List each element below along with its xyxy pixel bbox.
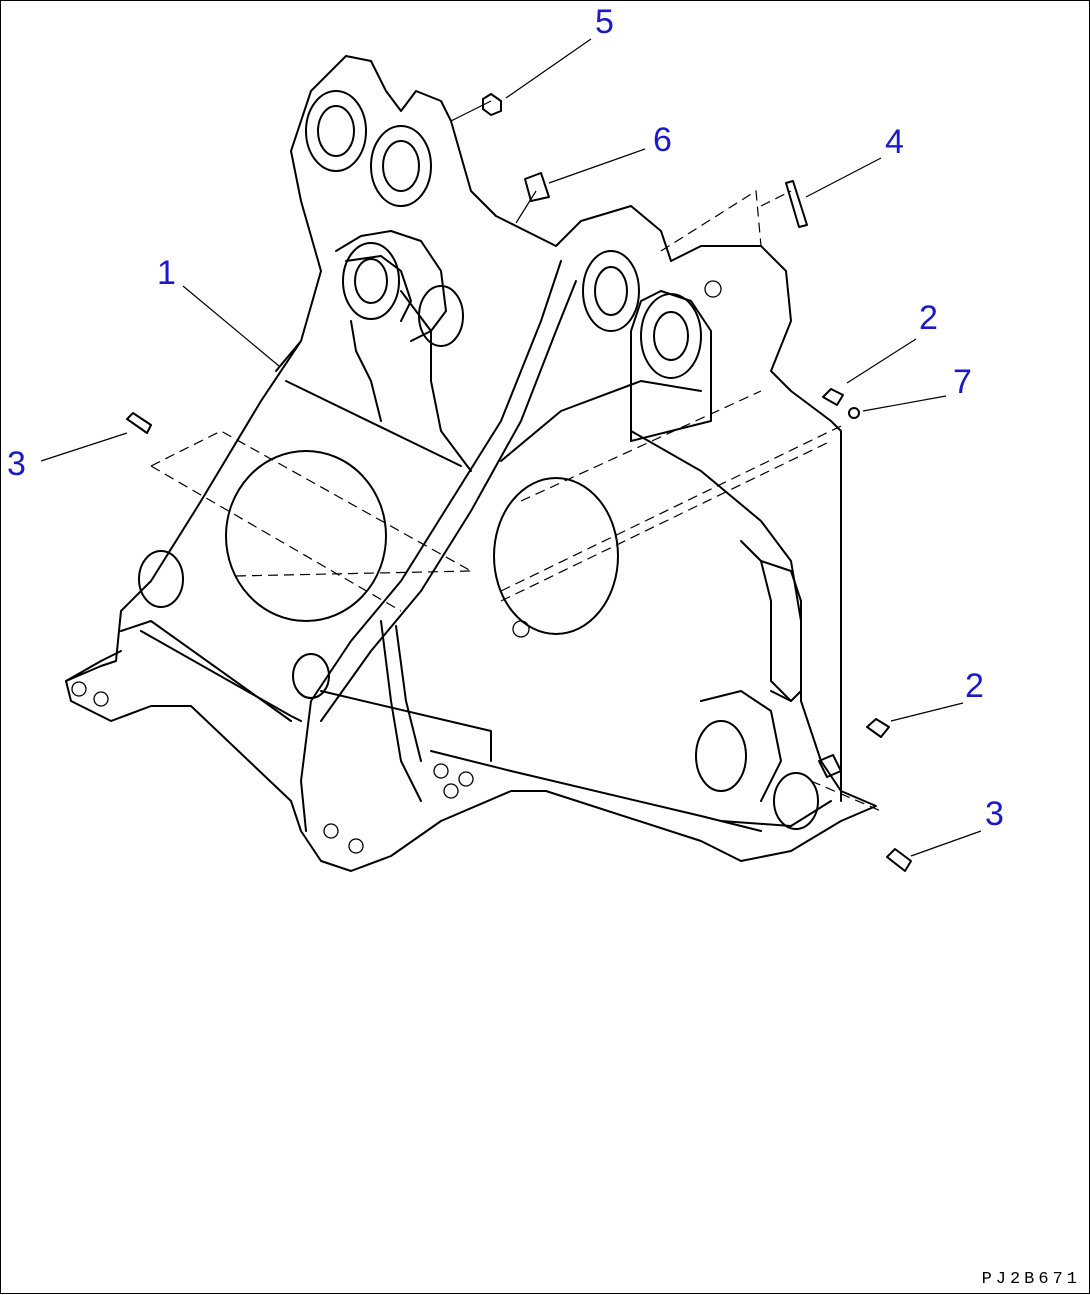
plate-part-4	[785, 180, 808, 228]
figure-code: PJ2B671	[981, 1270, 1081, 1289]
callout-4: 4	[885, 123, 904, 161]
block-part-5	[482, 93, 502, 116]
nut-part-7	[848, 407, 860, 419]
leader-1	[182, 285, 280, 367]
pin-part-3-left	[126, 412, 152, 434]
leader-2-lower	[890, 702, 964, 722]
leader-2-upper	[846, 338, 917, 384]
callout-2-upper: 2	[919, 299, 938, 337]
callout-3-left: 3	[7, 445, 26, 483]
pin-part-3-right	[886, 848, 912, 872]
small-parts	[126, 93, 912, 872]
assembly-lines	[150, 189, 882, 812]
frame-holes	[71, 90, 819, 854]
bracket-part-6	[524, 172, 550, 202]
rear-frame-outline	[65, 55, 877, 872]
boss-part-2-lower	[866, 718, 890, 738]
callout-2-lower: 2	[965, 667, 984, 705]
callout-3-right: 3	[985, 795, 1004, 833]
callout-5: 5	[595, 3, 614, 41]
leader-5	[505, 38, 592, 99]
pad-lower-right	[818, 754, 842, 778]
leader-3-left	[40, 432, 128, 462]
callout-1: 1	[157, 254, 176, 292]
leader-7	[862, 395, 947, 412]
boss-part-2-upper	[822, 388, 844, 406]
leader-6	[548, 148, 646, 184]
leader-lines	[40, 38, 982, 857]
callout-7: 7	[953, 363, 972, 401]
leader-4	[805, 157, 882, 198]
leader-3-right	[910, 830, 982, 857]
callout-6: 6	[653, 121, 672, 159]
